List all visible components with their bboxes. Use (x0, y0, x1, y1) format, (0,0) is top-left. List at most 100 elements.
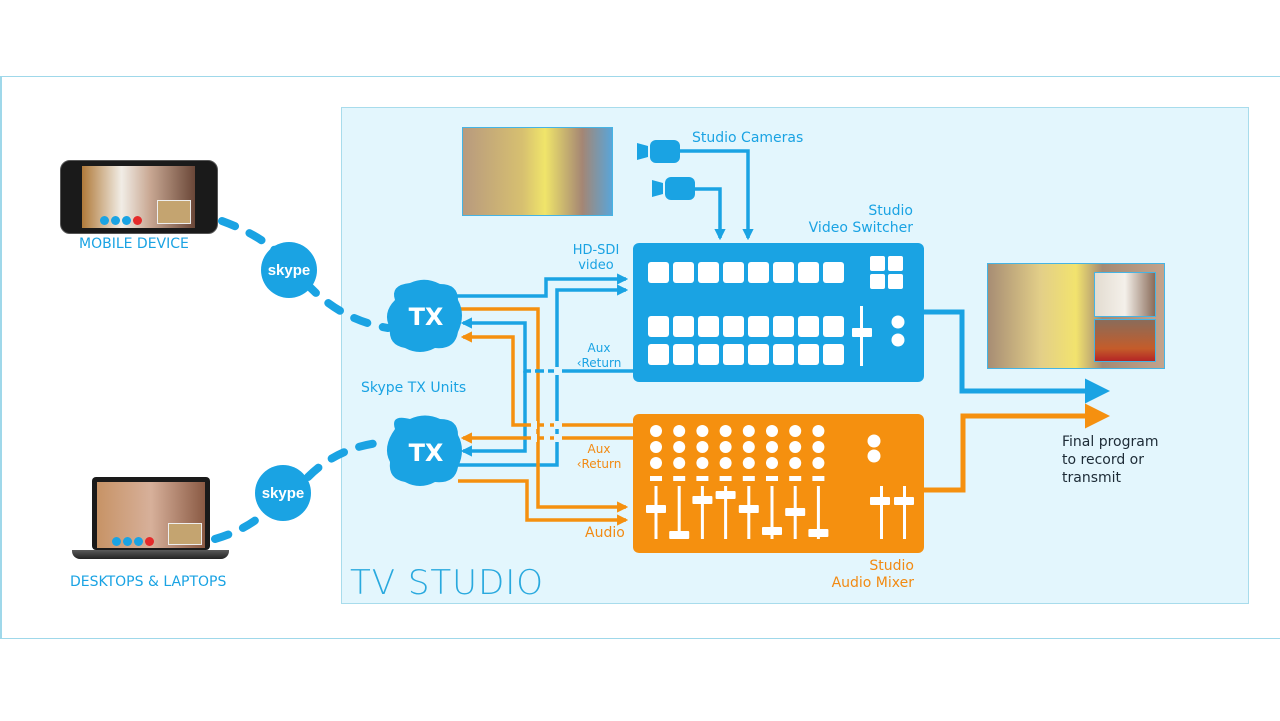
line-switcher-program-out (924, 309, 1110, 404)
call-control-add-icon (122, 216, 131, 225)
switcher-button (673, 262, 694, 283)
audio-label: Audio (585, 525, 625, 541)
final-program-line3: transmit (1062, 470, 1122, 486)
switcher-button (698, 316, 719, 337)
line-audio-aux-return-tx1 (460, 331, 633, 427)
call-control-mic-icon (111, 216, 120, 225)
line-tx1-video-out (455, 273, 629, 298)
skype-badge-mobile: skype (261, 242, 317, 298)
mixer-fader-track (724, 486, 728, 539)
switcher-button (723, 316, 744, 337)
switcher-button (823, 316, 844, 337)
tx-unit-1 (386, 279, 462, 352)
call-control-video-icon (100, 216, 109, 225)
mixer-knob (766, 441, 778, 453)
call-controls (100, 216, 142, 225)
switcher-button (748, 316, 769, 337)
switcher-button (798, 262, 819, 283)
switcher-button (773, 316, 794, 337)
mixer-knob (650, 441, 662, 453)
switcher-button (823, 262, 844, 283)
video-switcher-label-line1: Studio (868, 203, 913, 219)
call-control-video-icon (112, 537, 121, 546)
mixer-fader-knob (808, 529, 829, 537)
hd-sdi-label: HD-SDI video (560, 243, 632, 273)
mixer-knob (742, 425, 755, 437)
hd-sdi-label-line1: HD-SDI (572, 243, 620, 258)
mixer-knob (789, 457, 802, 469)
mixer-knob (719, 425, 732, 437)
mixer-fader-knob (785, 508, 806, 516)
video-aux-return-label: Aux ‹Return (568, 341, 630, 371)
mixer-fader-knob (692, 496, 713, 504)
mixer-knob (812, 457, 825, 469)
mixer-knob (789, 425, 802, 437)
switcher-button (723, 344, 744, 365)
mixer-channel (669, 425, 690, 539)
line-mixer-program-out (924, 403, 1110, 493)
call-control-add-icon (134, 537, 143, 546)
mixer-knob (650, 457, 662, 469)
mixer-knob (766, 425, 778, 437)
switcher-button (648, 344, 669, 365)
mixer-knob (696, 425, 709, 437)
mixer-knob (650, 425, 662, 437)
call-control-hangup-icon (145, 537, 154, 546)
mixer-fader-knob (762, 527, 782, 535)
audio-aux-return-label: Aux ‹Return (568, 442, 630, 472)
switcher-button (748, 344, 769, 365)
mixer-knob (696, 457, 709, 469)
mixer-mute-button (696, 476, 709, 481)
final-program-line1: Final program (1062, 434, 1159, 450)
switcher-button (698, 262, 719, 283)
smartphone-icon (82, 166, 195, 228)
audio-mixer-label: Studio Audio Mixer (790, 558, 914, 592)
mixer-fader-track (700, 486, 704, 539)
video-aux-return-line1: Aux (587, 341, 611, 355)
switcher-tbar-icon (852, 306, 872, 366)
mixer-channel (785, 425, 806, 539)
audio-aux-return-line2: ‹Return (576, 457, 622, 471)
tx-unit-1-label: TX (408, 303, 444, 331)
mixer-mute-button (812, 476, 825, 481)
call-controls (112, 537, 154, 546)
switcher-button (823, 344, 844, 365)
audio-mixer-label-line2: Audio Mixer (831, 575, 914, 591)
self-view-thumbnail (157, 200, 191, 224)
studio-camera-1-icon (637, 140, 680, 163)
laptop-screen (97, 482, 205, 548)
line-tx2-audio-out (458, 479, 629, 526)
switcher-button (798, 316, 819, 337)
mixer-knob (742, 441, 755, 453)
laptop-icon (92, 477, 210, 550)
skype-tx-units-caption: Skype TX Units (361, 380, 467, 396)
mixer-channel (762, 425, 782, 539)
audio-mixer-label-line1: Studio (869, 558, 914, 574)
switcher-button (648, 316, 669, 337)
studio-camera-2-icon (652, 177, 695, 200)
mobile-device-label: MOBILE DEVICE (79, 236, 189, 252)
switcher-button (673, 344, 694, 365)
mixer-fader-knob (715, 491, 736, 499)
mixer-fader-track (770, 486, 774, 539)
mixer-mute-button (742, 476, 755, 481)
mixer-knob (673, 441, 686, 453)
laptop-device-label: DESKTOPS & LAPTOPS (70, 574, 227, 590)
switcher-knob-2 (891, 333, 905, 347)
line-tx2-video-out (455, 284, 629, 467)
mixer-fader-knob (646, 505, 666, 513)
studio-cameras-label: Studio Cameras (692, 130, 804, 146)
switcher-button (698, 344, 719, 365)
studio-camera-feed-photo (462, 127, 613, 216)
mixer-knob (673, 425, 686, 437)
mixer-fader-track (816, 486, 820, 539)
line-camera2 (695, 187, 726, 241)
final-program-preview-photo (987, 263, 1165, 369)
self-view-thumbnail (168, 523, 202, 545)
mixer-fader-knob (669, 531, 690, 539)
mixer-knob (812, 425, 825, 437)
mixer-knob (812, 441, 825, 453)
mixer-channel (646, 425, 666, 539)
mixer-fader-track (677, 486, 681, 539)
